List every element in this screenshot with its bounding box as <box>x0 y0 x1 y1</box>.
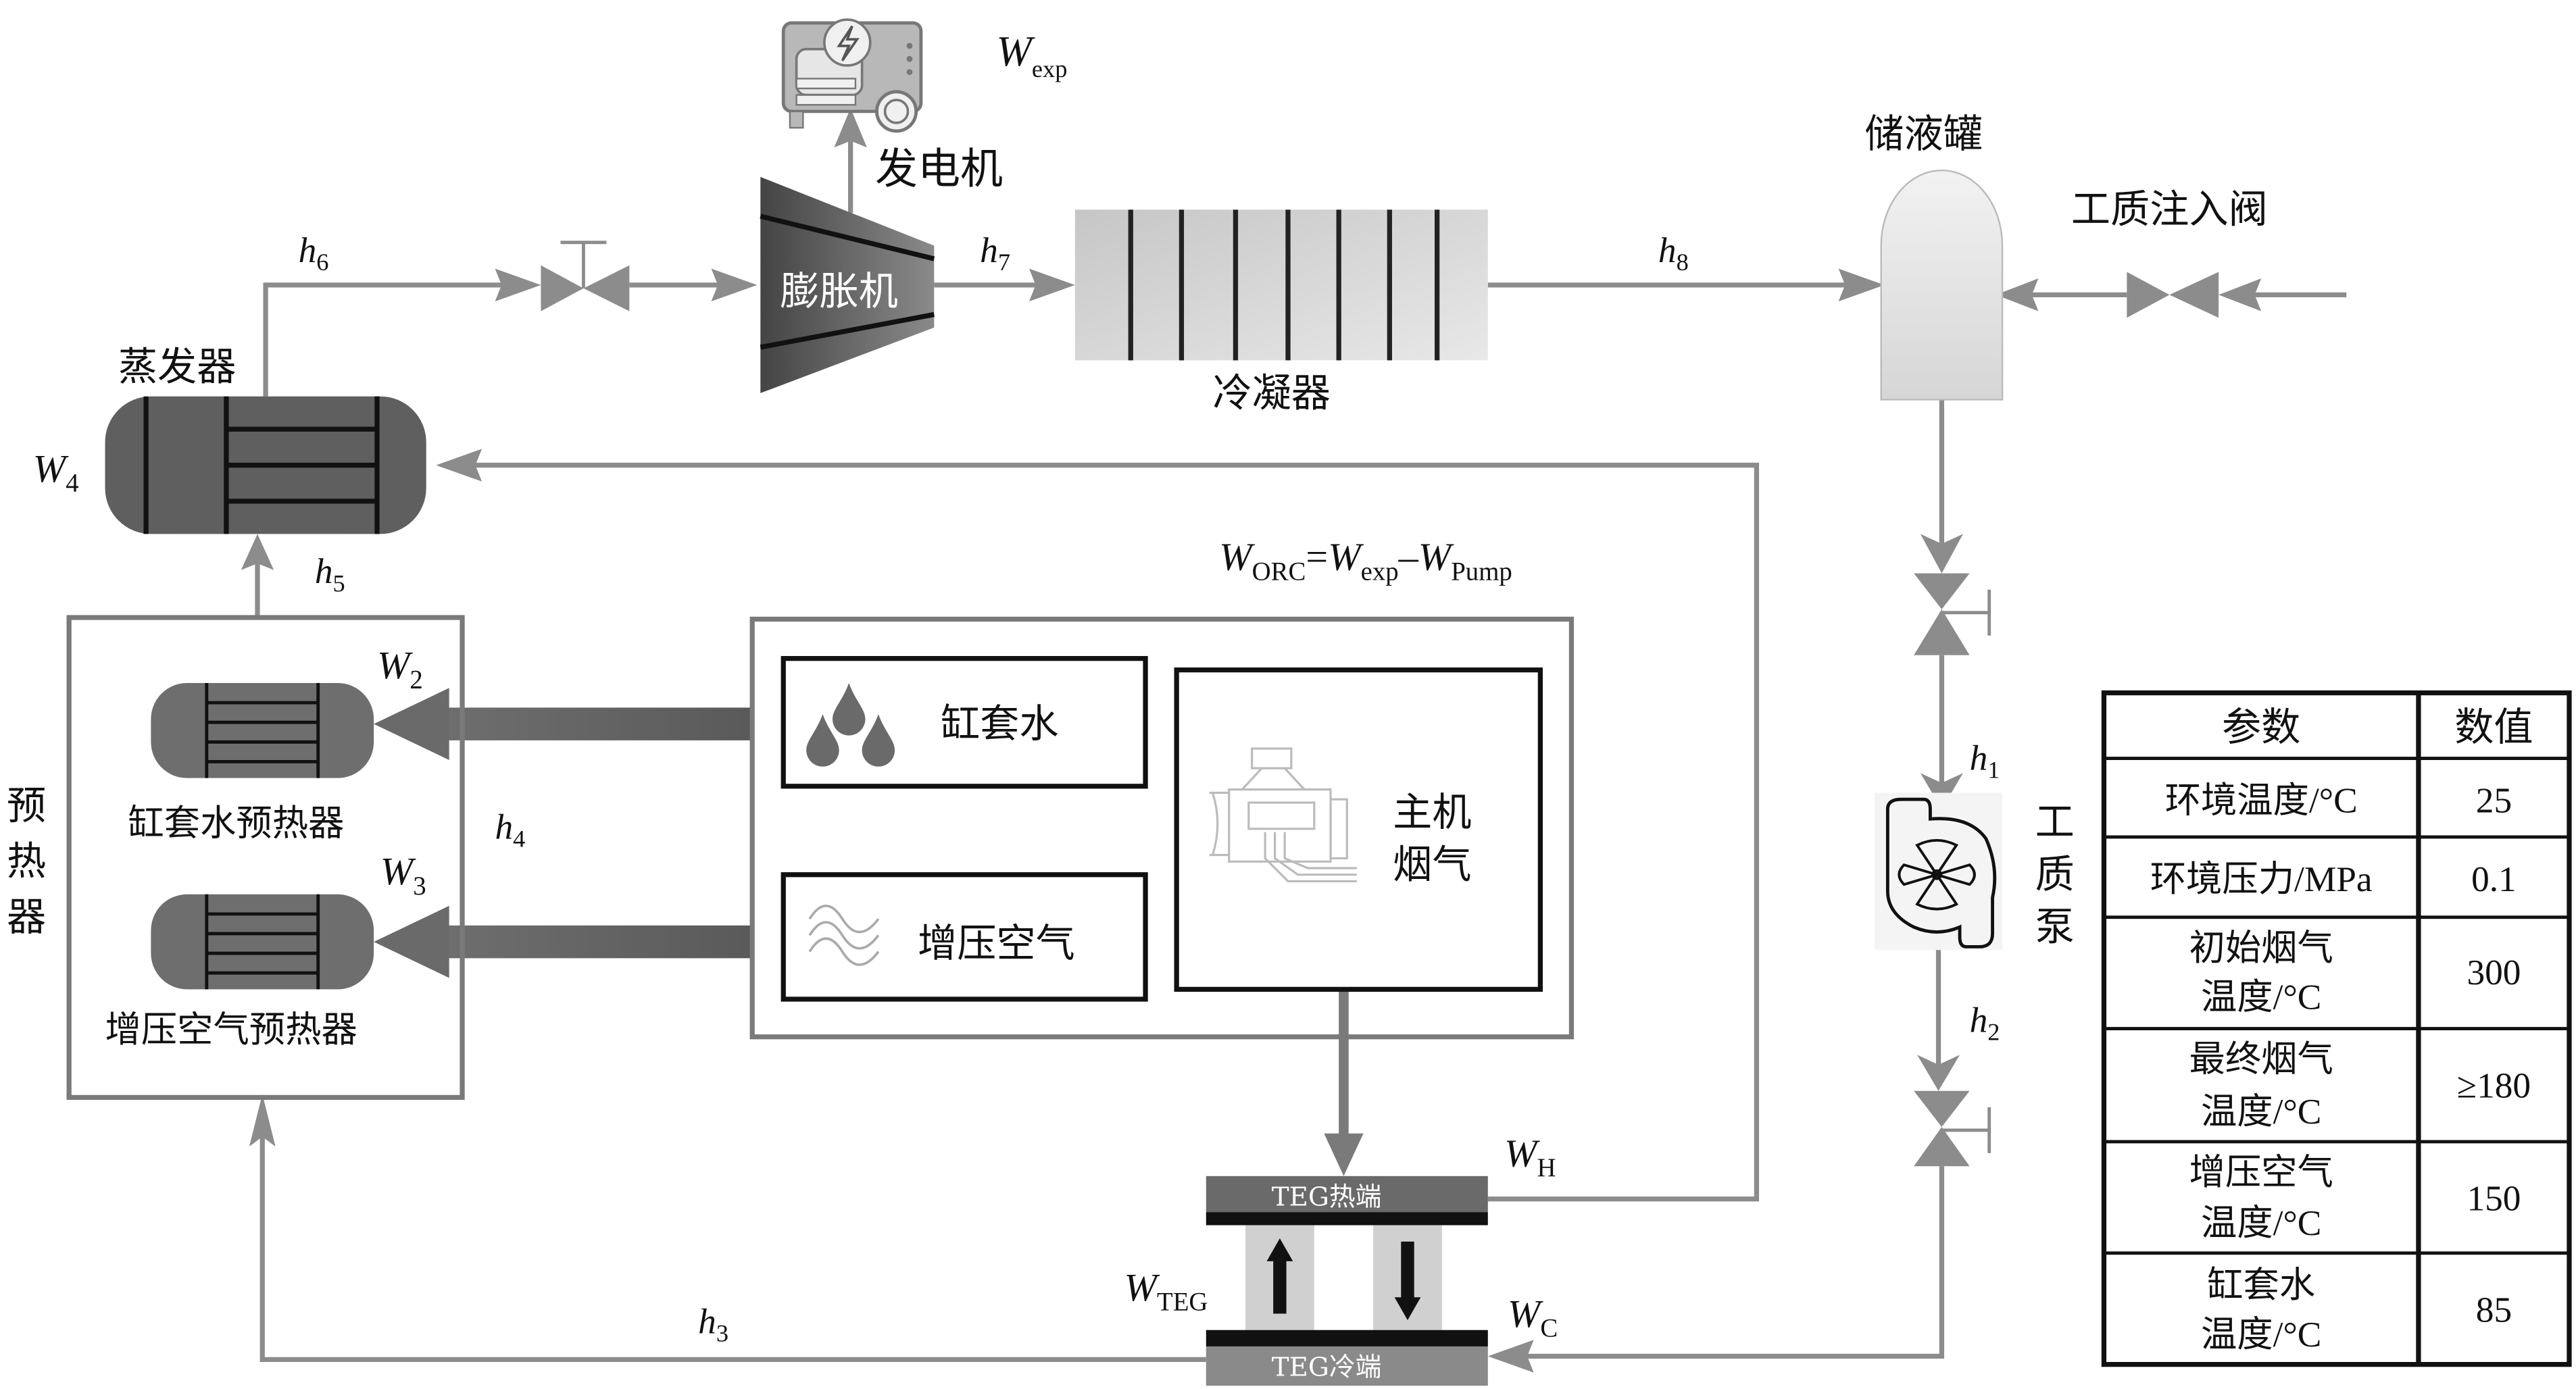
preheater-group-label-2: 热 <box>7 838 46 884</box>
table-cell-param: 初始烟气 <box>2189 928 2333 968</box>
heat-arrow-jacket-water <box>374 688 751 760</box>
symbol-h7: h7 <box>980 230 1010 276</box>
preheater-group-label-3: 器 <box>7 894 46 940</box>
table-header-param: 参数 <box>2222 705 2300 749</box>
table-row: 增压空气 温度/°C 150 <box>2189 1152 2521 1243</box>
table-cell-param: 温度/°C <box>2201 977 2321 1017</box>
table-cell-param: 缸套水 <box>2207 1265 2315 1305</box>
pipe-h8 <box>1487 268 1885 302</box>
table-cell-param: 环境温度/°C <box>2165 780 2358 821</box>
symbol-w-h: WH <box>1504 1131 1556 1182</box>
heat-source-box <box>749 616 1575 1040</box>
pipe-h5 <box>241 534 274 616</box>
pipe-h6 <box>263 268 541 397</box>
table-cell-value: 85 <box>2476 1290 2512 1330</box>
teg-hot-label: TEG热端 <box>1272 1182 1382 1212</box>
generator-icon <box>781 18 923 133</box>
symbol-w-exp: Wexp <box>996 28 1067 82</box>
symbol-h4: h4 <box>495 806 526 852</box>
parameter-table: 参数 数值 环境温度/°C 25 环境压力/MPa 0.1 初始烟气 温度/°C… <box>2101 690 2572 1367</box>
symbol-w4: W4 <box>33 447 79 498</box>
symbol-w2: W2 <box>377 643 423 694</box>
table-row: 初始烟气 温度/°C 300 <box>2189 928 2521 1017</box>
table-cell-value: 0.1 <box>2471 859 2517 899</box>
symbol-h1: h1 <box>1970 738 2000 784</box>
expander <box>760 176 935 393</box>
pump-label-2: 质 <box>2035 851 2075 897</box>
receiver-tank-label: 储液罐 <box>1864 111 1983 157</box>
charge-air-preheater <box>151 894 374 990</box>
pipe-exhaust-to-teg <box>1324 989 1364 1176</box>
charge-air-label: 增压空气 <box>918 920 1075 966</box>
condenser <box>1074 209 1488 361</box>
charge-air-preheater-label: 增压空气预热器 <box>105 1008 357 1051</box>
working-fluid-pump-icon <box>1874 792 2003 951</box>
condenser-label: 冷凝器 <box>1212 370 1331 415</box>
main-engine-exhaust-box <box>1174 667 1543 992</box>
table-cell-param: 环境压力/MPa <box>2150 859 2373 899</box>
table-cell-param: 温度/°C <box>2201 1091 2321 1132</box>
symbol-h3: h3 <box>698 1301 728 1347</box>
table-cell-value: 25 <box>2476 780 2512 821</box>
jacket-water-label: 缸套水 <box>941 701 1059 747</box>
table-row: 环境压力/MPa 0.1 <box>2150 859 2517 899</box>
teg-down-arrow-icon <box>1394 1241 1421 1321</box>
table-header-value: 数值 <box>2454 705 2533 749</box>
table-cell-value: 150 <box>2467 1178 2521 1219</box>
throttle-valve-top <box>541 241 630 311</box>
symbol-h2: h2 <box>1970 999 2000 1045</box>
pipe-h7 <box>934 268 1075 302</box>
pipe-wh-return <box>436 449 1760 1202</box>
injection-valve-label: 工质注入阀 <box>2071 186 2268 232</box>
table-cell-value: ≥180 <box>2457 1065 2531 1105</box>
orc-work-equation: WORC=Wexp–WPump <box>1219 535 1512 586</box>
pipe-injection <box>1996 272 2347 318</box>
teg-cold-label: TEG冷端 <box>1272 1353 1382 1383</box>
pipe-pump-out <box>1487 930 1991 1373</box>
symbol-h6: h6 <box>299 230 329 276</box>
table-cell-value: 300 <box>2467 952 2521 992</box>
table-cell-param: 最终烟气 <box>2189 1039 2333 1080</box>
main-engine-exhaust-label-1: 主机 <box>1393 789 1471 835</box>
pipe-h3 <box>249 1094 1206 1362</box>
table-cell-param: 温度/°C <box>2201 1203 2321 1243</box>
teg-up-arrow-icon <box>1266 1238 1293 1314</box>
receiver-tank <box>1880 169 2004 401</box>
symbol-h5: h5 <box>315 551 345 597</box>
table-row: 缸套水 温度/°C 85 <box>2201 1265 2512 1355</box>
expander-label: 膨胀机 <box>780 268 898 314</box>
symbol-w-teg: WTEG <box>1124 1265 1208 1317</box>
main-engine-exhaust-label-2: 烟气 <box>1393 842 1471 888</box>
table-row: 环境温度/°C 25 <box>2165 780 2512 821</box>
pipe-expander-to-generator <box>834 108 867 213</box>
pump-label-3: 泵 <box>2035 904 2075 950</box>
jacket-water-box <box>781 656 1148 789</box>
preheater-group-label-1: 预 <box>7 782 46 828</box>
jacket-water-preheater-label: 缸套水预热器 <box>128 802 344 844</box>
heat-arrow-charge-air <box>374 905 751 978</box>
jacket-water-preheater <box>151 683 374 778</box>
evaporator-label: 蒸发器 <box>118 343 237 389</box>
symbol-h8: h8 <box>1658 230 1689 276</box>
table-row: 最终烟气 温度/°C ≥180 <box>2189 1039 2531 1132</box>
generator-label: 发电机 <box>875 144 1003 194</box>
air-waves-icon <box>808 905 880 966</box>
table-cell-param: 温度/°C <box>2201 1314 2321 1355</box>
symbol-w-c: WC <box>1508 1292 1558 1343</box>
pump-label-1: 工 <box>2035 799 2075 845</box>
charge-air-box <box>781 872 1148 1002</box>
evaporator <box>105 396 426 534</box>
symbol-w3: W3 <box>380 849 426 901</box>
pipe-valve-to-expander <box>629 268 758 302</box>
engine-icon <box>1209 747 1357 882</box>
preheater-group-box <box>66 615 465 1101</box>
water-droplets-icon <box>806 683 895 767</box>
pipe-tank-to-pump <box>1914 399 1991 809</box>
table-cell-param: 增压空气 <box>2189 1152 2333 1192</box>
